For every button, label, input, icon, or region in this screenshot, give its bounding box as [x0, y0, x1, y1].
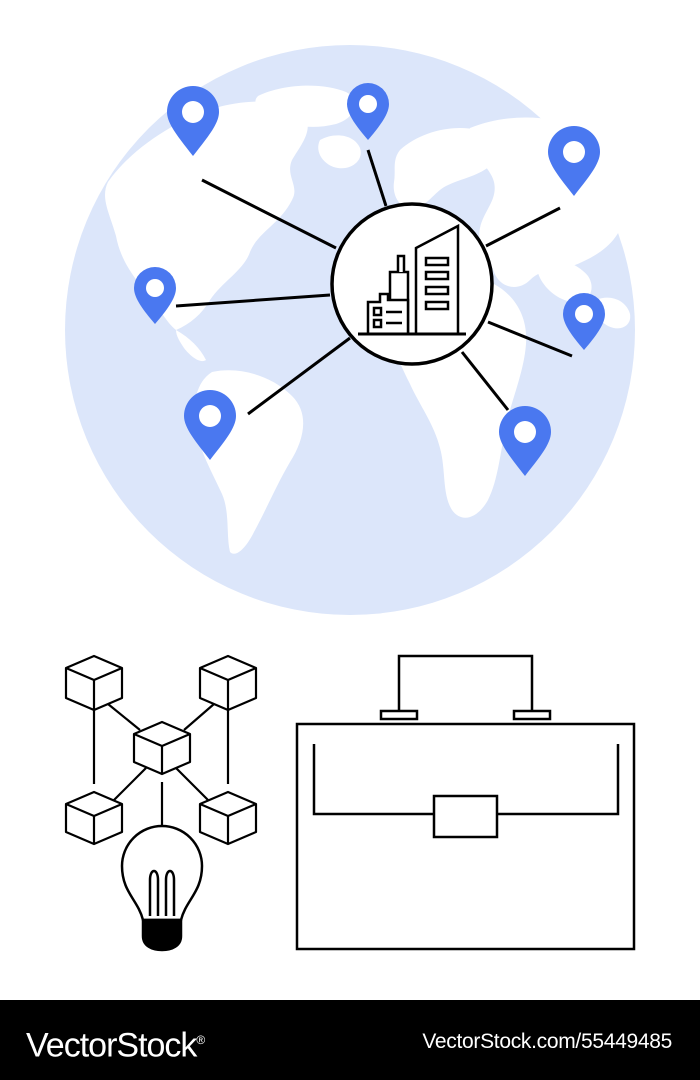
location-pin-icon [563, 293, 605, 350]
vectorstock-logo: VectorStock® [26, 1016, 205, 1069]
factory-buildings-icon [330, 202, 494, 366]
location-pin-icon [499, 406, 551, 476]
location-pin-icon [184, 390, 236, 460]
lightbulb-icon [120, 824, 204, 952]
location-pin-icon [167, 86, 219, 156]
network-connections [175, 149, 573, 416]
location-pin-icon [548, 126, 600, 196]
illustration [64, 45, 636, 952]
location-pin-icon [347, 83, 389, 140]
watermark-footer: VectorStock® VectorStock.com/55449485 [0, 1000, 700, 1080]
stock-image-id: VectorStock.com/55449485 [422, 1030, 672, 1053]
briefcase-icon [295, 654, 636, 951]
registered-mark: ® [196, 1033, 205, 1047]
location-pins [134, 83, 605, 476]
blockchain-cubes-icon [64, 654, 258, 846]
brand-name: VectorStock [26, 1026, 197, 1065]
location-pin-icon [134, 267, 176, 324]
